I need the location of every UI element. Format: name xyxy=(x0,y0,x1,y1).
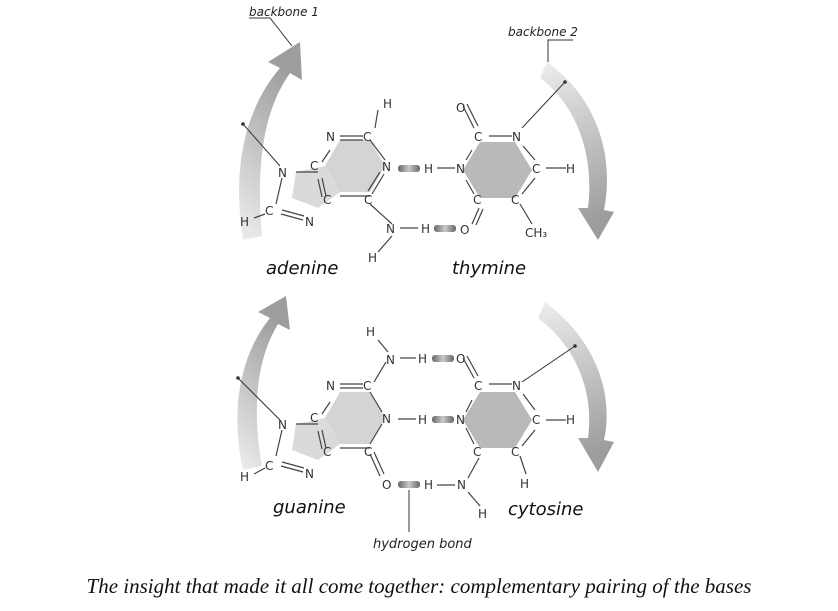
svg-text:H: H xyxy=(240,470,249,484)
backbone-2-leader xyxy=(547,39,573,62)
svg-text:N: N xyxy=(382,412,391,426)
adenine-bonds xyxy=(253,109,393,253)
svg-text:H: H xyxy=(240,215,249,229)
svg-text:C: C xyxy=(473,445,481,459)
svg-text:H: H xyxy=(566,162,575,176)
backbone-2-label: backbone 2 xyxy=(508,25,578,39)
svg-text:O: O xyxy=(456,101,465,115)
hydrogen-bond-label: hydrogen bond xyxy=(373,537,473,552)
svg-text:N: N xyxy=(278,418,287,432)
svg-text:C: C xyxy=(363,379,371,393)
svg-text:N: N xyxy=(456,413,465,427)
svg-text:N: N xyxy=(305,215,314,229)
backbone-1-arrow xyxy=(239,42,302,240)
svg-text:H: H xyxy=(418,413,427,427)
adenine-label: adenine xyxy=(266,258,338,279)
cytosine-sugar-leader xyxy=(521,345,576,383)
svg-text:C: C xyxy=(473,193,481,207)
cytosine-atoms: O C N C H C C N H N H xyxy=(456,352,575,521)
svg-text:O: O xyxy=(382,478,391,492)
svg-text:O: O xyxy=(456,352,465,366)
thymine-ring xyxy=(463,142,532,198)
hydrogen-bond-mark xyxy=(398,165,420,172)
adenine-six-ring xyxy=(325,140,385,192)
thymine-bonds xyxy=(462,103,566,226)
svg-text:C: C xyxy=(511,445,519,459)
svg-text:H: H xyxy=(478,507,487,521)
svg-text:C: C xyxy=(310,411,318,425)
backbone-1-label: backbone 1 xyxy=(249,5,319,19)
thymine-atoms: O C N C H C C N O CH₃ xyxy=(456,101,575,240)
svg-text:N: N xyxy=(456,162,465,176)
svg-text:C: C xyxy=(532,162,540,176)
svg-text:H: H xyxy=(421,222,430,236)
adenine-five-ring xyxy=(292,166,340,208)
guanine-cytosine-bonds: H H H xyxy=(398,352,455,492)
svg-text:H: H xyxy=(418,352,427,366)
guanine-label: guanine xyxy=(273,497,346,518)
svg-text:C: C xyxy=(265,459,273,473)
svg-text:C: C xyxy=(323,445,331,459)
svg-text:C: C xyxy=(265,204,273,218)
svg-text:H: H xyxy=(520,477,529,491)
svg-text:H: H xyxy=(424,162,433,176)
svg-text:N: N xyxy=(512,379,521,393)
thymine-sugar-leader xyxy=(521,81,566,129)
svg-text:N: N xyxy=(512,130,521,144)
svg-text:N: N xyxy=(386,222,395,236)
svg-text:N: N xyxy=(386,353,395,367)
svg-text:N: N xyxy=(278,166,287,180)
svg-text:N: N xyxy=(457,478,466,492)
svg-text:H: H xyxy=(566,413,575,427)
svg-text:H: H xyxy=(366,325,375,339)
hydrogen-bond-mark xyxy=(432,416,454,423)
backbone-2-arrow xyxy=(540,62,614,240)
hydrogen-bond-mark xyxy=(432,355,454,362)
svg-text:N: N xyxy=(326,379,335,393)
svg-text:C: C xyxy=(364,193,372,207)
svg-text:C: C xyxy=(474,130,482,144)
guanine-five-ring xyxy=(292,418,340,460)
hydrogen-bond-mark xyxy=(398,481,420,488)
figure-caption: The insight that made it all come togeth… xyxy=(86,574,752,598)
svg-text:C: C xyxy=(323,193,331,207)
cytosine-label: cytosine xyxy=(508,499,583,520)
cytosine-ring xyxy=(463,392,532,448)
adenine-thymine-bonds: H H xyxy=(398,162,456,236)
guanine-atoms: H N N C N C C C N C H N O xyxy=(240,325,395,492)
guanine-bonds xyxy=(253,339,389,477)
svg-text:C: C xyxy=(474,379,482,393)
guanine-sugar-leader xyxy=(237,377,281,421)
svg-text:H: H xyxy=(424,478,433,492)
thymine-label: thymine xyxy=(452,258,526,279)
adenine-atoms: N C H N C C C N C H N N H xyxy=(240,97,395,265)
guanine-backbone-arrow xyxy=(237,296,290,470)
svg-text:C: C xyxy=(511,193,519,207)
svg-text:O: O xyxy=(460,223,469,237)
adenine-sugar-leader xyxy=(242,123,281,167)
svg-text:N: N xyxy=(305,467,314,481)
cytosine-backbone-arrow xyxy=(538,302,614,472)
cytosine-bonds xyxy=(462,355,566,507)
svg-text:CH₃: CH₃ xyxy=(525,226,547,240)
guanine-six-ring xyxy=(325,392,385,444)
svg-text:C: C xyxy=(310,159,318,173)
svg-text:N: N xyxy=(382,160,391,174)
svg-text:N: N xyxy=(326,130,335,144)
svg-text:C: C xyxy=(364,445,372,459)
backbone-1-leader xyxy=(249,17,293,47)
hydrogen-bond-mark xyxy=(434,225,456,232)
svg-text:C: C xyxy=(532,413,540,427)
svg-text:C: C xyxy=(363,130,371,144)
svg-text:H: H xyxy=(383,97,392,111)
svg-text:H: H xyxy=(368,251,377,265)
